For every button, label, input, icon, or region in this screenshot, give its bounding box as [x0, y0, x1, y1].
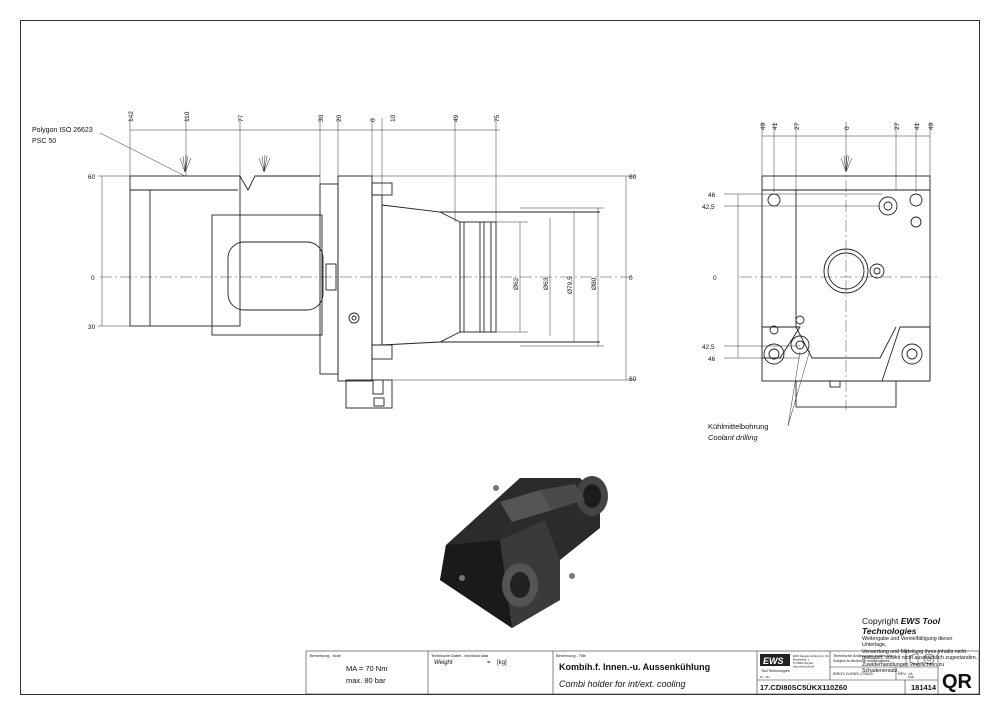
qr-label: QR — [942, 671, 973, 693]
dim-left-0: 0 — [91, 275, 95, 282]
projection-symbol-icon — [909, 652, 935, 666]
remark-line-2: max. 80 bar — [346, 676, 386, 685]
front-view-dimensions — [724, 122, 931, 427]
side-view-dimensions — [98, 118, 636, 381]
dim-left-60: 60 — [88, 174, 96, 181]
company-address-2: Maybachstr. 1 — [793, 658, 810, 662]
remark-header: Bemerkung - Note — [310, 654, 341, 658]
fdim-42-5-top: 42,5 — [702, 204, 715, 211]
rev: REV: -/A — [898, 672, 913, 676]
title-block — [305, 650, 980, 695]
callout-polygon: Polygon ISO 26623 PSC 50 — [32, 127, 93, 145]
dim-dia-79-5: Ø79,5 — [567, 276, 574, 294]
logo-box — [760, 654, 790, 666]
dim-75: 75 — [494, 114, 501, 122]
dim-110: 110 — [184, 111, 191, 122]
front-view — [740, 160, 940, 410]
side-view-dim-texts: 142 110 77 30 20 0 10 49 75 60 0 30 60 0… — [88, 111, 637, 383]
sheet-border — [20, 20, 980, 695]
surface-finish-icon — [179, 154, 853, 173]
logo-sub: Tool Technologies — [761, 669, 790, 673]
dim-right-60-top: 60 — [629, 174, 637, 181]
dim-30: 30 — [318, 114, 325, 122]
copyright-company: EWS Tool Technologies — [862, 616, 941, 636]
copyright-notice: Copyright EWS Tool Technologies Weiterga… — [862, 616, 978, 674]
side-view — [100, 175, 632, 409]
title-en: Combi holder for int/ext. cooling — [559, 679, 686, 689]
dim-dia-62: Ø62 — [513, 277, 520, 290]
copyright-line: Weitergabe und Vervielfältigung dieser U… — [862, 636, 953, 649]
fdim-0-mid: 0 — [713, 275, 717, 282]
weight-label: Weight — [434, 660, 453, 666]
dim-right-0: 0 — [629, 275, 633, 282]
dim-49: 49 — [453, 114, 460, 122]
company-address-1: EWS Weigele GmbH & Co. KG — [793, 654, 829, 658]
dim-77: 77 — [238, 114, 245, 122]
copyright-title: Copyright EWS Tool Technologies — [862, 616, 978, 636]
weight-unit: [kg] — [497, 660, 507, 666]
copyright-line: Verwertung und Mitteilung ihres Inhalts … — [862, 648, 966, 655]
fdim-27-left: 27 — [794, 122, 801, 130]
isometric-view — [440, 476, 608, 628]
fdim-49-right: 49 — [928, 122, 935, 130]
fdim-41-right: 41 — [914, 122, 921, 130]
no-label: Nr. - No — [760, 675, 770, 679]
callout-coolant: Kühlmittelbohrung Coolant drilling — [708, 422, 768, 442]
polygon-leader — [99, 132, 186, 177]
company-address-4: www.ews-tools.de — [793, 665, 814, 669]
dim-dia-80: Ø80 — [591, 277, 598, 290]
dim-0: 0 — [370, 118, 377, 122]
fdim-42-5-bottom: 42,5 — [702, 344, 715, 351]
fdim-46-bottom: 46 — [708, 356, 716, 363]
article-no: 17.CDI80SC5ÜKX110Z60 — [760, 683, 847, 692]
front-view-dim-texts: 49 41 27 0 27 41 49 46 42,5 0 42,5 46 — [702, 122, 935, 363]
dim-142: 142 — [128, 111, 135, 122]
dim-dia-63: Ø63 — [543, 277, 550, 290]
changes-note-en: Subject to technical modifications! — [833, 659, 890, 663]
name-header: Benennung - Title — [556, 654, 586, 658]
dim-left-30: 30 — [88, 324, 96, 331]
fdim-41-left: 41 — [772, 122, 779, 130]
copyright-prefix: Copyright — [862, 616, 899, 626]
dim-20: 20 — [336, 114, 343, 122]
dim-10: 10 — [390, 114, 397, 122]
pos-no: 181414 — [911, 683, 937, 692]
techdata-header: Technische Daten - technical data — [431, 654, 489, 658]
title-de: Kombih.f. Innen.-u. Aussenkühlung — [559, 662, 710, 672]
company-address-3: D-73084 Uhingen — [793, 661, 814, 665]
logo-text: EWS — [763, 656, 784, 666]
changes-note-de: Technische Änderungen vorbehalten! — [833, 654, 896, 658]
fdim-49-left: 49 — [760, 122, 767, 130]
dim-right-60-bottom: 60 — [629, 376, 637, 383]
copyright-line: gestattet, soweit nicht ausdrücklich zug… — [862, 655, 978, 662]
weight-value: = — [487, 660, 491, 666]
callout-polygon-line1: Polygon ISO 26623 — [32, 127, 93, 134]
callout-polygon-line2: PSC 50 — [32, 138, 56, 145]
fdim-46-top: 46 — [708, 192, 716, 199]
title-block-texts: Bemerkung - Note MA = 70 Nm max. 80 bar … — [310, 654, 973, 693]
copyright-line: Zuwiderhandlungen verpflichten zu Schade… — [862, 661, 945, 675]
callout-coolant-de: Kühlmittelbohrung — [708, 422, 768, 431]
remark-line-1: MA = 70 Nm — [346, 664, 387, 673]
fdim-27-right: 27 — [894, 122, 901, 130]
pos-label: PGE — [908, 675, 914, 679]
ident: IDENT: D-EWS-179623 — [833, 672, 873, 676]
callout-coolant-en: Coolant drilling — [708, 433, 758, 442]
fdim-0: 0 — [844, 126, 851, 130]
